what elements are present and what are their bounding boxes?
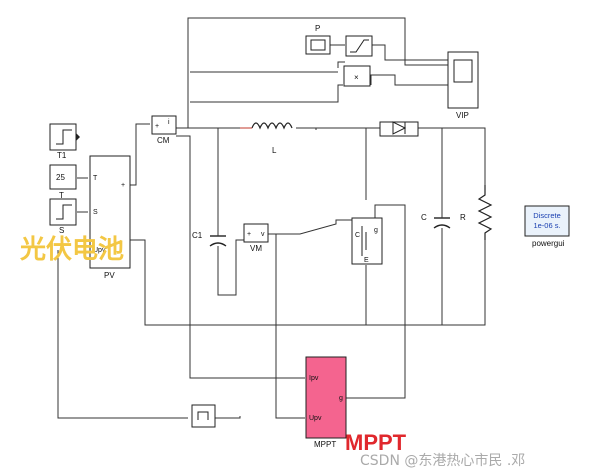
powergui-line1: Discrete xyxy=(533,211,561,220)
svg-text:i: i xyxy=(168,119,170,126)
saturation-block[interactable] xyxy=(345,35,373,57)
label-t1: T1 xyxy=(57,151,67,160)
pv-port-t: T xyxy=(93,175,98,182)
label-powergui: powergui xyxy=(532,239,565,248)
svg-text:v: v xyxy=(261,231,265,238)
product-block[interactable]: × xyxy=(343,65,371,87)
diode[interactable] xyxy=(379,121,419,137)
label-c1: C1 xyxy=(192,231,203,240)
mosfet-switch[interactable]: C g E xyxy=(351,217,383,265)
powergui-block[interactable]: Discrete 1e-06 s. powergui xyxy=(524,205,570,248)
label-vm: VM xyxy=(250,244,262,253)
step-block-t1[interactable]: T1 xyxy=(49,123,80,160)
powergui-line2: 1e-06 s. xyxy=(533,221,560,230)
current-meter-cm[interactable]: + i CM xyxy=(151,115,177,145)
pv-block[interactable]: T S Upv + PV xyxy=(89,155,131,280)
label-r: R xyxy=(460,213,466,222)
capacitor-c1[interactable]: C1 xyxy=(192,190,227,265)
watermark: CSDN @东港热心市民 .邓 xyxy=(360,452,525,469)
label-s: S xyxy=(59,226,64,235)
svg-text:+: + xyxy=(155,123,159,130)
chinese-overlay-label: 光伏电池 xyxy=(19,235,124,265)
pv-port-s: S xyxy=(93,209,98,216)
mosfet-g: g xyxy=(374,227,378,234)
pv-port-upv: Upv xyxy=(93,247,106,254)
label-vip: VIP xyxy=(456,111,469,120)
scope-p[interactable]: P xyxy=(305,24,331,55)
mppt-port-g: g xyxy=(339,395,343,402)
label-mppt: MPPT xyxy=(314,440,336,449)
label-c: C xyxy=(421,213,427,222)
svg-text:×: × xyxy=(354,73,359,82)
scope-vip[interactable]: VIP xyxy=(447,51,479,120)
resistor-r[interactable]: R xyxy=(460,185,493,240)
constant-value: 25 xyxy=(56,173,65,182)
step-block-s[interactable]: S xyxy=(49,198,77,235)
constant-block-t[interactable]: 25 T xyxy=(49,164,77,200)
mosfet-c: C xyxy=(355,232,360,239)
label-cm: CM xyxy=(157,136,170,145)
capacitor-c[interactable]: C xyxy=(421,190,451,250)
label-l: L xyxy=(272,146,277,155)
mppt-port-upv: Upv xyxy=(309,415,322,422)
voltage-meter-vm[interactable]: + v VM xyxy=(243,223,269,253)
mppt-overlay-label: MPPT xyxy=(345,430,407,455)
label-pv: PV xyxy=(104,271,115,280)
label-t: T xyxy=(59,191,64,200)
svg-text:+: + xyxy=(247,231,251,238)
mppt-block[interactable]: Ipv Upv g MPPT xyxy=(305,356,347,449)
mosfet-e: E xyxy=(364,257,369,264)
mppt-port-ipv: Ipv xyxy=(309,375,319,382)
memory-block[interactable] xyxy=(191,404,216,428)
pv-port-plus: + xyxy=(121,182,125,189)
label-p: P xyxy=(315,24,320,33)
inductor-l[interactable]: L xyxy=(240,122,293,155)
wires xyxy=(57,17,486,419)
